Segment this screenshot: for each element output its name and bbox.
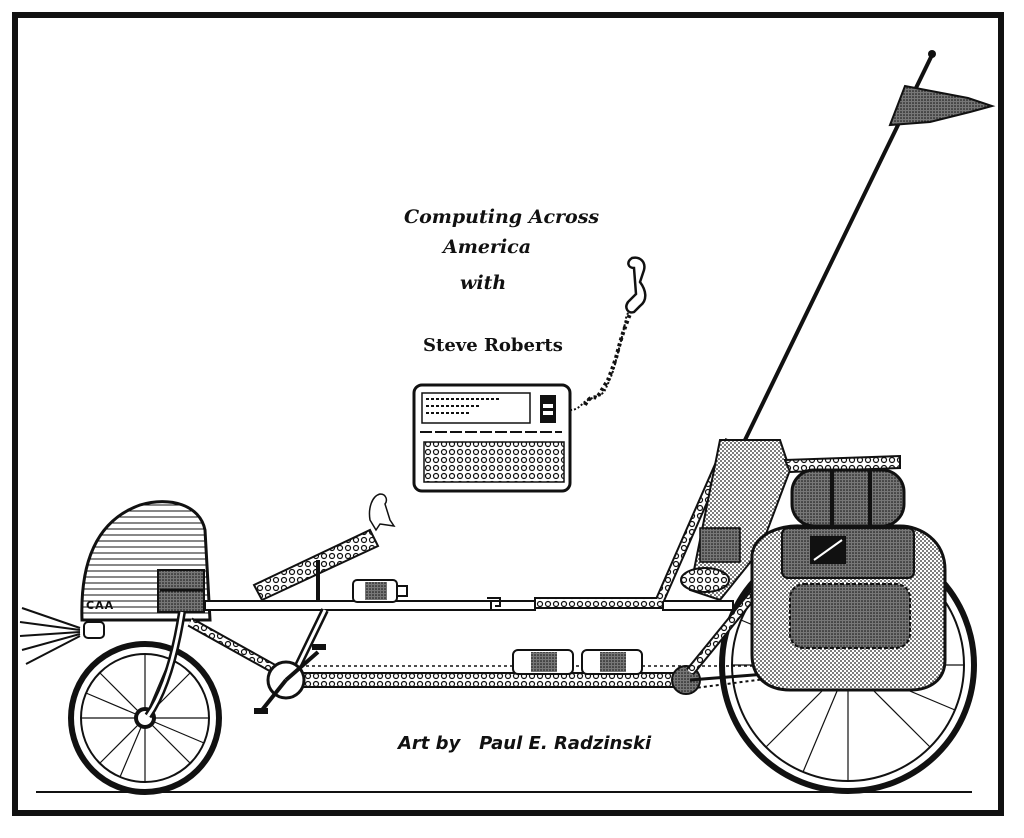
portable-computer: [412, 383, 572, 493]
outer-border: [12, 12, 1004, 816]
phone-handset: [625, 256, 647, 314]
credit-name: Paul E. Radzinski: [479, 733, 652, 754]
front-crank: [254, 644, 326, 714]
phone-cord: [569, 295, 637, 411]
headlight: [83, 621, 105, 639]
sleeping-roll: [790, 468, 906, 528]
light-beams: [19, 607, 81, 665]
artist-credit: Art by Paul E. Radzinski: [398, 733, 651, 754]
top-tube: [204, 597, 734, 611]
bottle-pair: [512, 649, 643, 675]
fairing-label: CAA: [86, 599, 115, 612]
front-wheel: [68, 641, 222, 795]
title-line-4: Steve Roberts: [423, 335, 563, 356]
top-bag: [783, 454, 901, 474]
title-line-2: America: [443, 236, 532, 258]
lower-boom: [289, 672, 676, 688]
front-fork: [144, 611, 186, 719]
pennant-flag: [888, 84, 996, 127]
credit-prefix: Art by: [398, 733, 461, 754]
title-line-1: Computing Across: [404, 206, 600, 228]
title-line-3: with: [460, 272, 507, 294]
water-bottle: [352, 579, 408, 603]
bird: [368, 493, 396, 532]
